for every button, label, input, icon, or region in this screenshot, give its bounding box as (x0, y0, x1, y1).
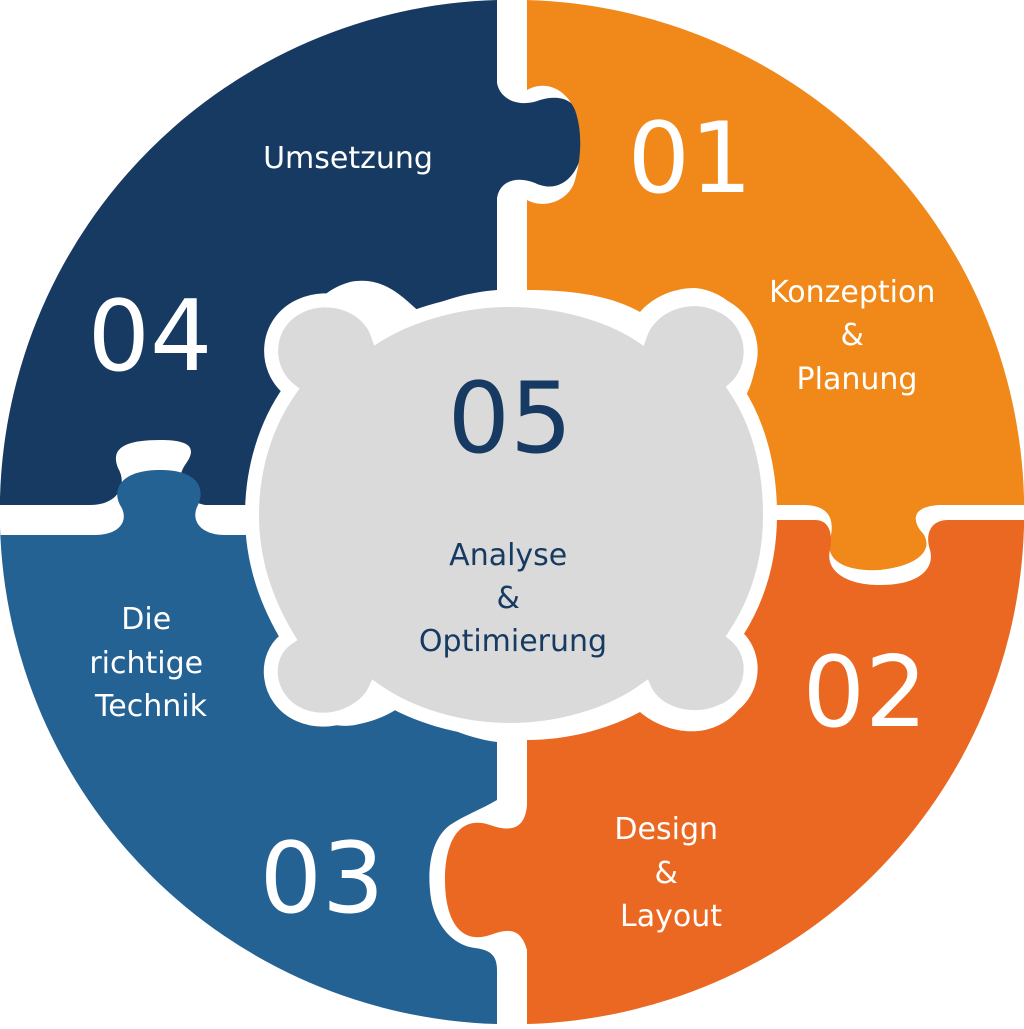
piece-01-label-line-3: Planung (797, 362, 918, 397)
piece-04-shape (0, 0, 584, 505)
piece-02-number: 02 (803, 636, 928, 750)
piece-03-label-line-3: Technik (94, 689, 208, 724)
piece-01-label: Konzeption & Planung (769, 275, 945, 397)
piece-03-label-line-2: richtige (89, 646, 203, 681)
piece-02-shape (445, 520, 1024, 1024)
piece-01-shape (527, 0, 1024, 571)
piece-02-label-line-1: Design (614, 812, 718, 847)
piece-05-shape (244, 292, 778, 738)
piece-03-number: 03 (260, 822, 385, 936)
piece-04-label: Umsetzung (263, 141, 433, 176)
piece-01-label-line-1: Konzeption (769, 275, 935, 310)
center-label-line-3: Optimierung (419, 624, 607, 659)
piece-04-number: 04 (88, 280, 213, 394)
piece-02-label: Design & Layout (614, 812, 727, 934)
piece-01-label-line-2: & (841, 318, 864, 353)
piece-02-label-line-3: Layout (620, 899, 722, 934)
center-label-line-2: & (497, 581, 520, 616)
piece-01-number: 01 (628, 102, 753, 216)
center-number: 05 (448, 362, 573, 476)
piece-03-label: Die richtige Technik (89, 602, 212, 724)
center-label-line-1: Analyse (449, 538, 567, 573)
center-label: Analyse & Optimierung (419, 538, 607, 659)
piece-03-label-line-1: Die (121, 602, 171, 637)
piece-03-shape (0, 470, 497, 1024)
piece-04-label-line-1: Umsetzung (263, 141, 433, 176)
piece-02-label-line-2: & (655, 856, 678, 891)
